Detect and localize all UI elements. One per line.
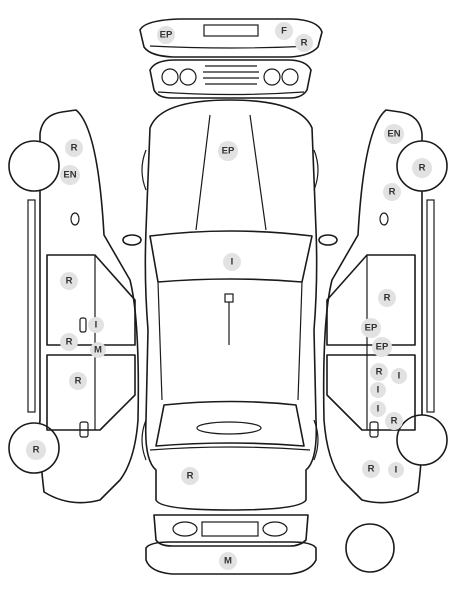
- marker-left-rear-door-r[interactable]: R: [69, 372, 87, 390]
- marker-left-front-door-r[interactable]: R: [60, 272, 78, 290]
- svg-text:R: R: [66, 276, 73, 287]
- svg-text:R: R: [301, 38, 308, 49]
- marker-left-front-fender-r-1[interactable]: R: [65, 139, 83, 157]
- svg-text:I: I: [231, 257, 234, 268]
- car-body-top[interactable]: [122, 99, 338, 511]
- marker-trunk-r[interactable]: R: [181, 467, 199, 485]
- svg-text:EN: EN: [63, 170, 76, 181]
- marker-windshield-i[interactable]: I: [223, 253, 241, 271]
- marker-front-bumper-r[interactable]: R: [295, 34, 313, 52]
- marker-right-rear-wheel-i[interactable]: I: [388, 462, 404, 478]
- svg-text:I: I: [398, 371, 401, 382]
- svg-text:R: R: [187, 471, 194, 482]
- svg-text:R: R: [75, 376, 82, 387]
- svg-text:I: I: [95, 320, 98, 331]
- marker-left-rear-wheel-r[interactable]: R: [26, 440, 46, 460]
- marker-right-rear-door-r-2[interactable]: R: [385, 412, 403, 430]
- svg-text:M: M: [94, 345, 102, 356]
- svg-text:R: R: [419, 163, 426, 174]
- svg-text:R: R: [66, 337, 73, 348]
- markers: EP F R EP I R EN R I R: [26, 22, 432, 570]
- marker-right-rear-door-r-1[interactable]: R: [370, 363, 388, 381]
- svg-text:I: I: [395, 465, 398, 476]
- marker-right-front-door-ep-1[interactable]: EP: [361, 318, 381, 338]
- svg-text:EN: EN: [387, 129, 400, 140]
- legend-circle[interactable]: [345, 523, 395, 573]
- marker-right-rear-door-i-3[interactable]: I: [370, 401, 386, 417]
- marker-rear-bumper-m[interactable]: M: [219, 552, 237, 570]
- marker-right-rear-door-i-1[interactable]: I: [391, 368, 407, 384]
- marker-right-front-fender-r-1[interactable]: R: [412, 158, 432, 178]
- svg-text:R: R: [33, 445, 40, 456]
- svg-text:EP: EP: [376, 342, 389, 353]
- marker-left-front-fender-en[interactable]: EN: [60, 165, 80, 185]
- svg-text:F: F: [281, 26, 287, 37]
- marker-right-front-fender-r-2[interactable]: R: [383, 183, 401, 201]
- svg-text:M: M: [224, 556, 232, 567]
- marker-front-bumper-f[interactable]: F: [275, 22, 293, 40]
- marker-right-front-door-r[interactable]: R: [378, 289, 396, 307]
- marker-left-front-door-i[interactable]: I: [88, 317, 104, 333]
- front-bumper[interactable]: [139, 18, 323, 58]
- left-side-profile[interactable]: [8, 109, 140, 504]
- svg-text:EP: EP: [160, 30, 173, 41]
- svg-text:I: I: [377, 404, 380, 415]
- svg-text:EP: EP: [365, 323, 378, 334]
- marker-right-front-fender-en[interactable]: EN: [384, 124, 404, 144]
- svg-text:R: R: [368, 464, 375, 475]
- marker-left-front-door-r-2[interactable]: R: [60, 333, 78, 351]
- svg-text:R: R: [376, 367, 383, 378]
- front-grille[interactable]: [149, 59, 312, 99]
- rear-bumper[interactable]: [145, 541, 317, 575]
- marker-hood-ep[interactable]: EP: [218, 141, 238, 161]
- marker-right-front-door-ep-2[interactable]: EP: [372, 337, 392, 357]
- marker-left-front-door-m[interactable]: M: [90, 342, 106, 358]
- marker-right-rear-door-i-2[interactable]: I: [370, 382, 386, 398]
- svg-text:R: R: [384, 293, 391, 304]
- svg-text:EP: EP: [222, 146, 235, 157]
- svg-text:I: I: [377, 385, 380, 396]
- marker-front-bumper-ep[interactable]: EP: [157, 26, 175, 44]
- svg-text:R: R: [389, 187, 396, 198]
- marker-right-rear-wheel-r[interactable]: R: [362, 460, 380, 478]
- svg-text:R: R: [391, 416, 398, 427]
- svg-text:R: R: [71, 143, 78, 154]
